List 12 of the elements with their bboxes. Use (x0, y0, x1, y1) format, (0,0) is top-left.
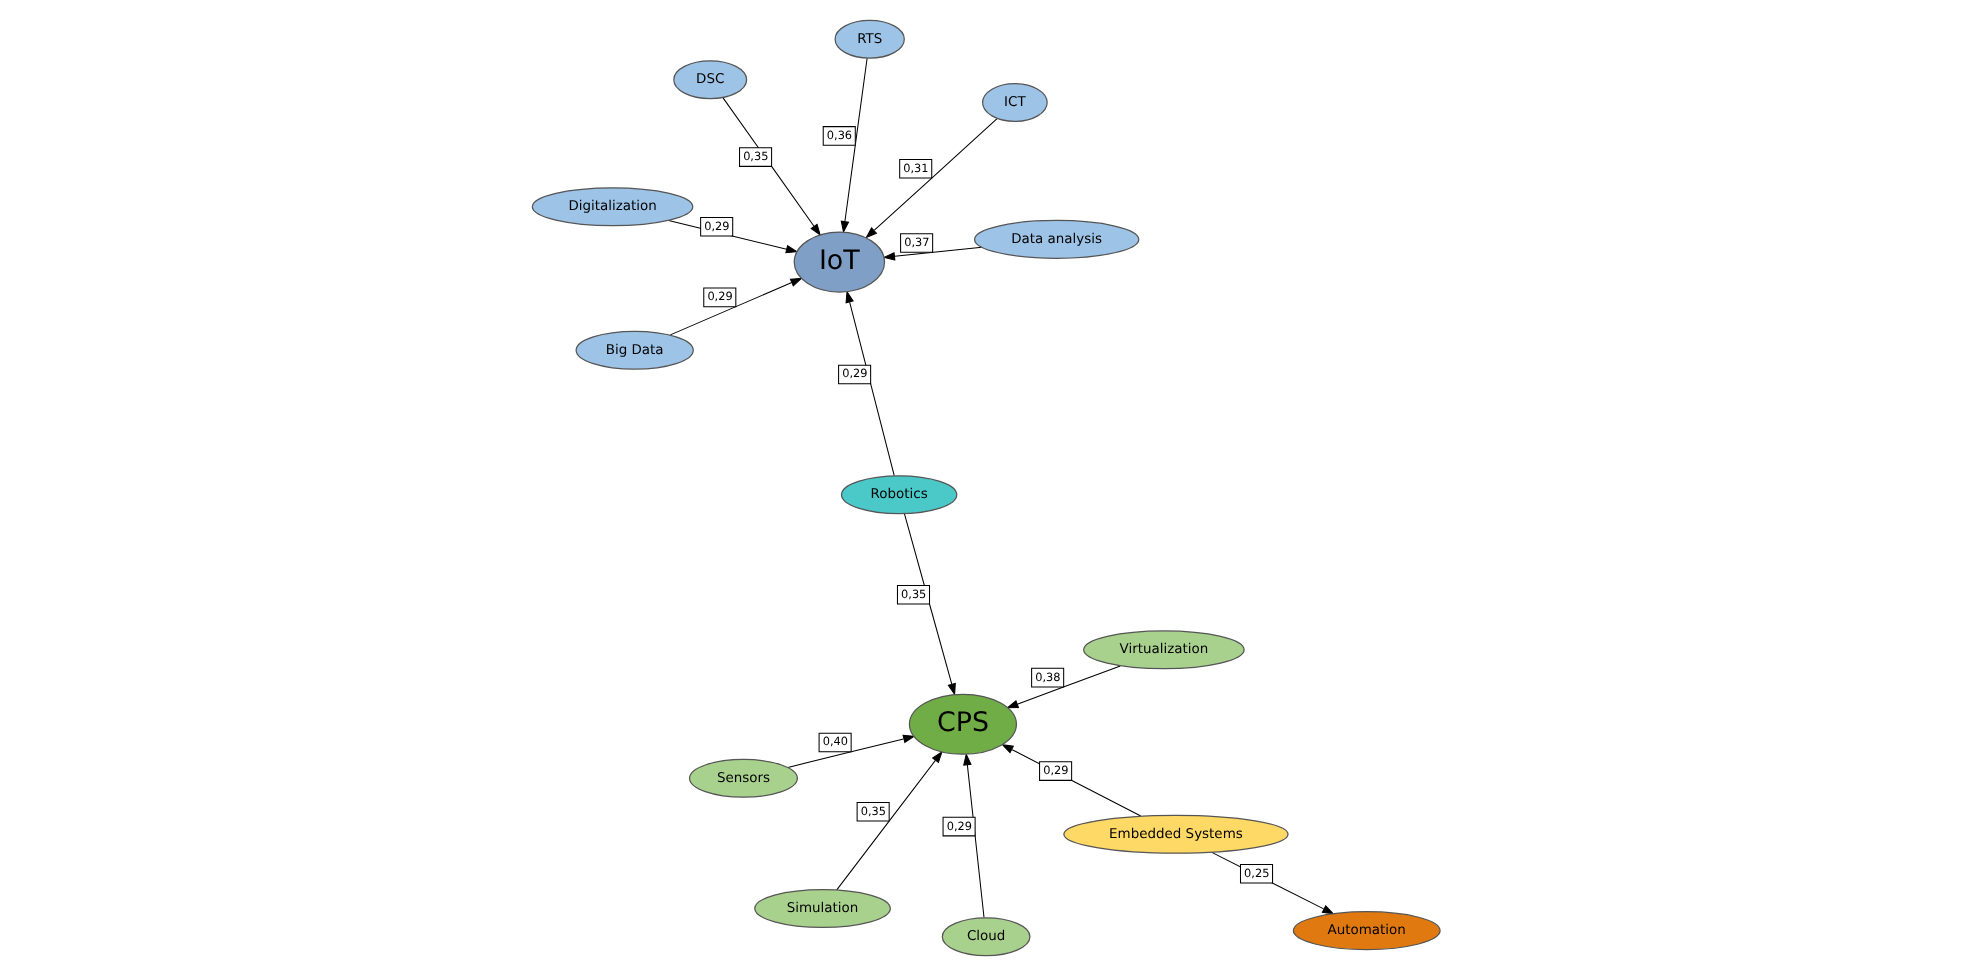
arrow (835, 750, 942, 891)
node-ellipse: IoT (792, 231, 885, 293)
arrow (844, 290, 894, 477)
arrow (1000, 744, 1141, 817)
arrow (721, 97, 821, 237)
arrow (881, 246, 982, 261)
arrow (1210, 851, 1334, 915)
arrow (668, 277, 802, 336)
arrow (962, 752, 984, 919)
arrow (839, 57, 867, 234)
arrow (864, 118, 997, 239)
arrow (902, 513, 955, 696)
